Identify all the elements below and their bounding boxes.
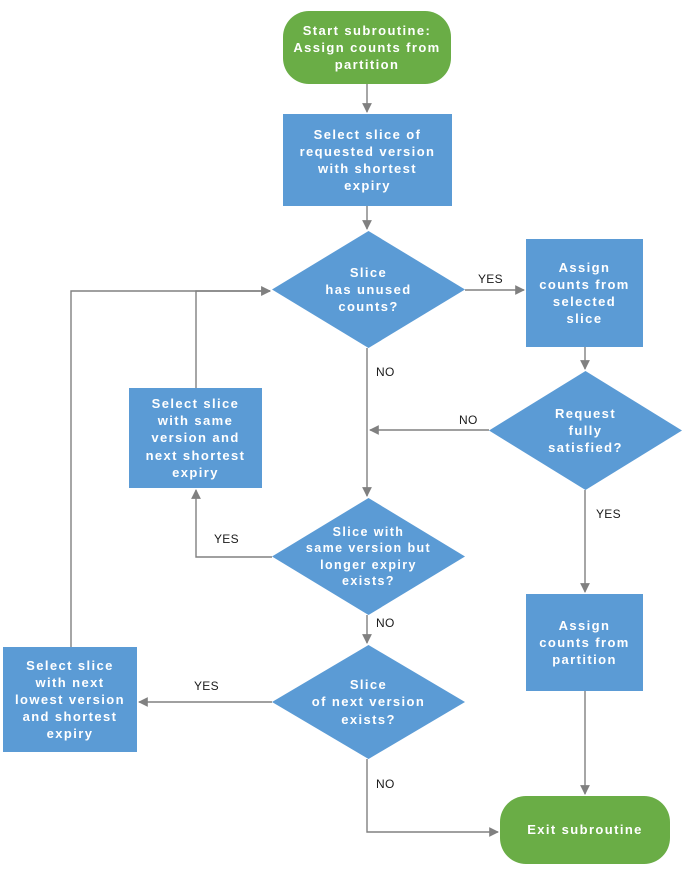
node-assign-counts-from-partition-label: Assign counts from partition [539, 617, 630, 668]
edge-label-no-unused-counts: NO [376, 365, 395, 379]
node-start-subroutine-label: Start subroutine: Assign counts from par… [293, 22, 441, 73]
node-assign-counts-selected-slice[interactable]: Assign counts from selected slice [526, 239, 643, 347]
node-decision-same-version-longer-expiry-exists-label: Slice with same version but longer expir… [305, 524, 432, 589]
node-decision-slice-has-unused-counts[interactable]: Slice has unused counts? [272, 231, 465, 348]
edge-label-yes-unused-counts: YES [478, 272, 503, 286]
node-assign-counts-selected-slice-label: Assign counts from selected slice [539, 259, 630, 327]
edge-label-yes-longer-expiry: YES [214, 532, 239, 546]
node-select-slice-next-lowest-version-label: Select slice with next lowest version an… [15, 657, 125, 742]
node-decision-request-fully-satisfied-label: Request fully satisfied? [548, 405, 623, 456]
edge-label-no-request-satisfied: NO [459, 413, 478, 427]
edge-select-next-lowest-to-unused-counts [70, 286, 271, 647]
node-assign-counts-from-partition[interactable]: Assign counts from partition [526, 594, 643, 691]
edge-select-same-version-to-unused-counts [195, 286, 271, 388]
edge-label-no-longer-expiry: NO [376, 616, 395, 630]
node-select-slice-next-lowest-version[interactable]: Select slice with next lowest version an… [3, 647, 137, 752]
node-select-slice-same-version-next-shortest[interactable]: Select slice with same version and next … [129, 388, 262, 488]
edge-label-yes-next-version: YES [194, 679, 219, 693]
edge-label-yes-request-satisfied: YES [596, 507, 621, 521]
node-decision-next-version-exists-label: Slice of next version exists? [311, 677, 426, 727]
node-decision-slice-has-unused-counts-label: Slice has unused counts? [325, 264, 412, 315]
node-decision-next-version-exists[interactable]: Slice of next version exists? [272, 645, 465, 759]
node-exit-subroutine[interactable]: Exit subroutine [500, 796, 670, 864]
edge-longer-expiry-yes-to-select-same-version [191, 489, 272, 558]
node-decision-same-version-longer-expiry-exists[interactable]: Slice with same version but longer expir… [272, 498, 465, 615]
node-select-slice-requested-version-label: Select slice of requested version with s… [299, 126, 436, 194]
edge-label-no-next-version: NO [376, 777, 395, 791]
node-select-slice-same-version-next-shortest-label: Select slice with same version and next … [145, 396, 246, 480]
edge-next-version-no-to-exit [366, 759, 499, 837]
node-start-subroutine[interactable]: Start subroutine: Assign counts from par… [283, 11, 451, 84]
node-select-slice-requested-version[interactable]: Select slice of requested version with s… [283, 114, 452, 206]
node-exit-subroutine-label: Exit subroutine [527, 822, 643, 838]
node-decision-request-fully-satisfied[interactable]: Request fully satisfied? [489, 371, 682, 490]
